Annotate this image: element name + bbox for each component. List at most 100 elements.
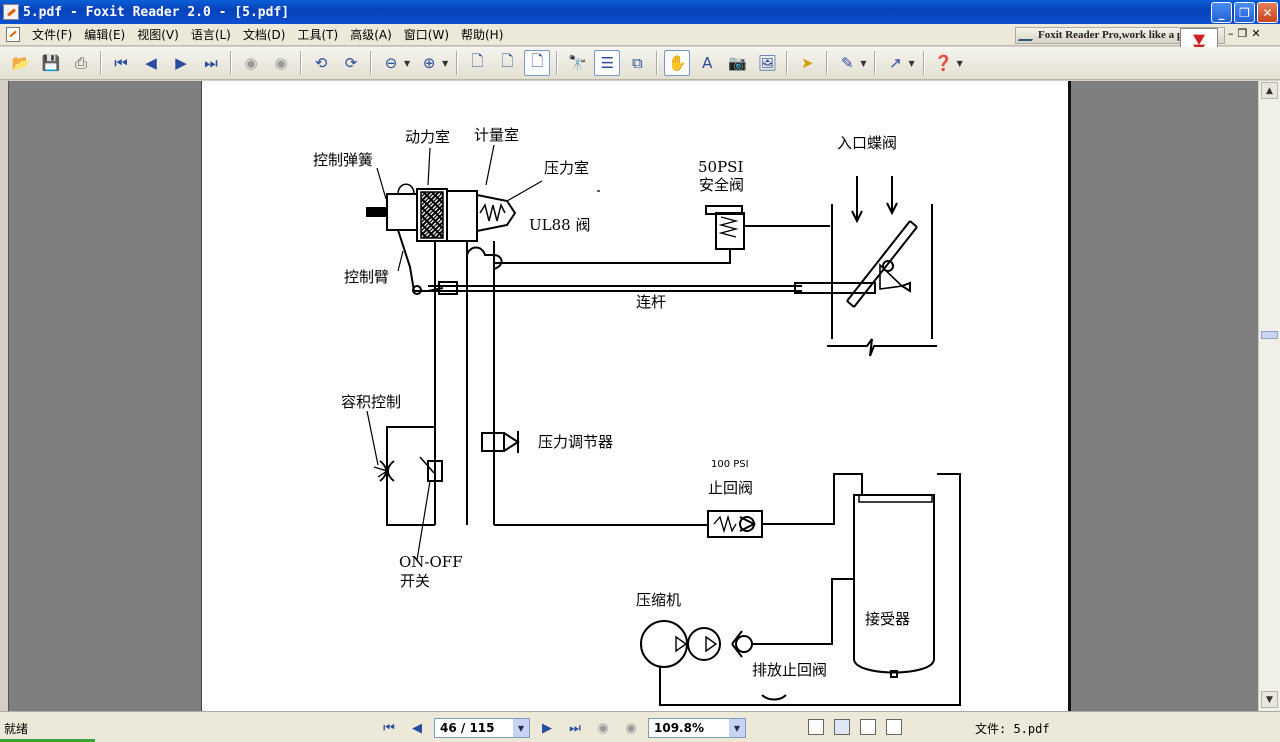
compressor-arrow-2: [705, 635, 718, 653]
close-button[interactable]: ✕: [1257, 2, 1278, 23]
zoom-value: 109.8%: [654, 721, 704, 735]
discharge-check-valve: [731, 630, 743, 658]
label-receiver: 接受器: [865, 610, 910, 628]
menu-help[interactable]: 帮助(H): [461, 27, 504, 42]
menu-language[interactable]: 语言(L): [190, 27, 231, 42]
select-text-icon[interactable]: A: [702, 54, 713, 72]
zoom-out-icon[interactable]: ⊖: [384, 54, 398, 72]
pneumatic-control-diagram: 动力室 计量室 控制弹簧 压力室 UL88 阀 50PSI 安全阀 入口蝶阀 控…: [313, 126, 961, 706]
snapshot-camera-icon[interactable]: 📷: [727, 54, 747, 72]
linkage-rod: [428, 285, 802, 292]
inlet-arrow-2: [886, 176, 898, 216]
rotate-right-icon[interactable]: ⟳: [344, 54, 358, 72]
scroll-down-button[interactable]: ▼: [1261, 691, 1278, 708]
back-icon[interactable]: ◉: [244, 54, 258, 72]
previous-page-icon[interactable]: ◀: [145, 54, 157, 72]
mdi-minimize-button[interactable]: –: [1228, 27, 1234, 40]
continuous-page-icon[interactable]: [834, 719, 850, 735]
label-compressor: 压缩机: [636, 591, 681, 609]
label-metering-chamber: 计量室: [474, 126, 519, 144]
zoom-field[interactable]: 109.8% ▼: [648, 718, 746, 738]
status-first-page-icon[interactable]: ⏮: [383, 720, 395, 736]
pipe-bottom-return: [659, 667, 960, 706]
status-last-page-icon[interactable]: ⏭: [569, 720, 581, 736]
inlet-duct-bottom: [827, 338, 937, 357]
document-viewer[interactable]: 动力室 计量室 控制弹簧 压力室 UL88 阀 50PSI 安全阀 入口蝶阀 控…: [0, 81, 1280, 711]
image-tool-icon[interactable]: 🖼: [757, 54, 777, 72]
find-binoculars-icon[interactable]: 🔭: [567, 54, 587, 72]
save-icon[interactable]: 💾: [41, 54, 61, 72]
label-100psi: 100 PSI: [711, 459, 749, 470]
status-back-icon[interactable]: ◉: [597, 720, 609, 736]
hand-tool-icon[interactable]: ✋: [664, 50, 691, 76]
label-control-arm: 控制臂: [344, 268, 389, 286]
butterfly-plate: [846, 220, 918, 308]
label-on-off: ON-OFF: [399, 553, 463, 571]
vertical-scrollbar[interactable]: ▲ ▼: [1258, 81, 1280, 711]
fit-page-icon[interactable]: 🗋: [501, 51, 514, 70]
label-power-chamber: 动力室: [405, 128, 450, 146]
window-title: 5.pdf - Foxit Reader 2.0 - [5.pdf]: [23, 4, 290, 20]
status-previous-page-icon[interactable]: ◀: [412, 720, 422, 736]
next-page-icon[interactable]: ▶: [175, 54, 187, 72]
fit-width-icon[interactable]: 🗋: [524, 50, 551, 76]
bookmarks-panel-icon[interactable]: ☰: [594, 50, 621, 76]
thumbnail-panel-icon[interactable]: ⧉: [631, 54, 643, 72]
pipe-receiver-right: [937, 473, 961, 706]
ad-banner[interactable]: Foxit Reader Pro,work like a p: [1015, 27, 1225, 44]
zoom-out-dropdown-icon[interactable]: ▼: [404, 58, 411, 68]
zoom-in-icon[interactable]: ⊕: [422, 54, 436, 72]
zoom-in-dropdown-icon[interactable]: ▼: [442, 58, 449, 68]
first-page-icon[interactable]: ⏮: [114, 54, 128, 72]
help-icon[interactable]: ❓: [934, 54, 953, 72]
print-icon[interactable]: ⎙: [74, 54, 87, 72]
scroll-up-button[interactable]: ▲: [1261, 82, 1278, 99]
scrollbar-thumb[interactable]: [1261, 331, 1278, 339]
select-arrow-icon[interactable]: ➤: [801, 54, 814, 72]
pipe-crossover: [466, 246, 503, 270]
menu-file[interactable]: 文件(F): [32, 27, 73, 42]
annotation-arrow-icon[interactable]: ↗: [889, 54, 902, 72]
foxit-app-icon[interactable]: [3, 4, 19, 20]
menu-view[interactable]: 视图(V): [137, 27, 179, 42]
status-forward-icon[interactable]: ◉: [625, 720, 637, 736]
forward-icon[interactable]: ◉: [274, 54, 288, 72]
facing-pages-icon[interactable]: [860, 719, 876, 735]
menu-tools[interactable]: 工具(T): [297, 27, 339, 42]
typewriter-dropdown-icon[interactable]: ▼: [860, 58, 867, 68]
menu-advanced[interactable]: 高级(A): [350, 27, 392, 42]
document-icon[interactable]: [6, 27, 20, 42]
progress-strip: [0, 739, 95, 742]
menu-window[interactable]: 窗口(W): [403, 27, 449, 42]
toolbar-separator: [922, 51, 925, 75]
compressor-motor: [640, 620, 688, 668]
label-switch: 开关: [400, 572, 430, 590]
menu-document[interactable]: 文档(D): [242, 27, 286, 42]
annotation-dropdown-icon[interactable]: ▼: [908, 58, 915, 68]
menu-edit[interactable]: 编辑(E): [84, 27, 126, 42]
pdf-page[interactable]: 动力室 计量室 控制弹簧 压力室 UL88 阀 50PSI 安全阀 入口蝶阀 控…: [201, 81, 1071, 711]
maximize-button[interactable]: ❐: [1234, 2, 1255, 23]
mdi-restore-button[interactable]: ❐: [1237, 27, 1248, 40]
toolbar-separator: [456, 51, 459, 75]
toolbar-separator: [230, 51, 232, 75]
menu-bar: 文件(F) 编辑(E) 视图(V) 语言(L) 文档(D) 工具(T) 高级(A…: [0, 24, 1280, 46]
page-dropdown-icon[interactable]: ▼: [513, 719, 529, 737]
zoom-dropdown-icon[interactable]: ▼: [729, 719, 745, 737]
actual-size-icon[interactable]: 🗋: [471, 51, 484, 70]
volume-control-arrow: [373, 466, 389, 478]
check-valve-seat: [739, 516, 757, 532]
status-next-page-icon[interactable]: ▶: [542, 720, 552, 736]
typewriter-icon[interactable]: ✎: [841, 54, 854, 72]
help-dropdown-icon[interactable]: ▼: [956, 58, 963, 68]
continuous-facing-icon[interactable]: [886, 719, 902, 735]
mdi-close-button[interactable]: ✕: [1251, 27, 1261, 40]
page-number-field[interactable]: 46 / 115▼: [434, 718, 530, 738]
single-page-icon[interactable]: [808, 719, 824, 735]
open-folder-icon[interactable]: 📂: [11, 54, 31, 72]
last-page-icon[interactable]: ⏭: [204, 54, 218, 72]
minimize-button[interactable]: _: [1211, 2, 1232, 23]
rotate-left-icon[interactable]: ⟲: [314, 54, 328, 72]
page-navigation: ⏮ ◀ 46 / 115▼ ▶ ⏭ ◉ ◉ 109.8% ▼: [378, 717, 746, 739]
navigation-panel-strip[interactable]: [0, 81, 9, 711]
